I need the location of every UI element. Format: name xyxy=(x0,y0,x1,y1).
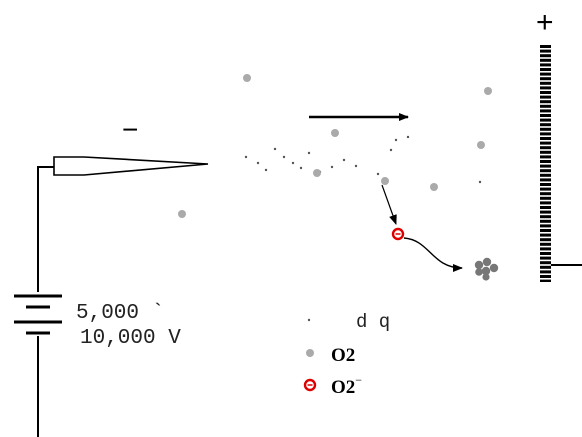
superoxide-ion-icon xyxy=(391,227,405,241)
plate-stripe xyxy=(540,273,551,275)
plate-stripe xyxy=(540,48,551,50)
plate-stripe xyxy=(540,144,551,147)
plate-stripe xyxy=(540,259,551,262)
electron-dot xyxy=(282,155,286,159)
plate-stripe xyxy=(540,241,551,243)
attachment-arrow xyxy=(381,184,397,225)
electron-dot xyxy=(273,147,277,151)
plate-stripe xyxy=(540,172,551,174)
plate-stripe xyxy=(540,222,551,225)
voltage-bottom-label: 10,000 V xyxy=(80,327,181,350)
electron-dot xyxy=(406,135,410,139)
cluster-arrow xyxy=(403,237,463,272)
plate-stripe xyxy=(540,245,551,248)
plate-stripe xyxy=(540,98,551,101)
needle-polarity-label: − xyxy=(122,114,138,145)
plate-stripe xyxy=(540,278,551,280)
plate-stripe xyxy=(540,204,551,206)
needle-electrode xyxy=(53,156,209,176)
plate-stripe xyxy=(540,167,551,170)
plate-stripe xyxy=(540,66,551,68)
plate-stripe xyxy=(540,250,551,252)
plate-stripe xyxy=(540,181,551,183)
plate-stripe xyxy=(540,186,551,188)
plate-stripe xyxy=(540,80,551,82)
oxygen-molecule-dot xyxy=(381,177,389,185)
legend-electron-label: d q xyxy=(356,311,390,333)
oxygen-molecule-dot xyxy=(243,74,251,82)
electron-stream xyxy=(244,135,482,184)
circuit-wire xyxy=(37,166,54,437)
plate-stripe xyxy=(540,149,551,151)
legend-superoxide-icon xyxy=(303,378,317,392)
legend: d q O2 O2− xyxy=(303,311,390,398)
plate-stripe xyxy=(540,209,551,211)
electron-dot xyxy=(291,161,295,165)
electron-dot xyxy=(354,164,358,168)
legend-oxygen-dot xyxy=(306,349,314,357)
legend-oxygen-label: O2 xyxy=(331,345,355,366)
electron-dot xyxy=(244,155,248,159)
electron-dot xyxy=(389,148,393,152)
electron-dot xyxy=(478,180,482,184)
battery-icon xyxy=(14,294,62,335)
electron-dot xyxy=(256,161,260,165)
plate-stripe xyxy=(540,236,551,239)
plate-stripe xyxy=(540,213,551,216)
plate-electrode xyxy=(540,45,582,282)
plate-stripe xyxy=(540,103,551,105)
oxygen-molecule-dot xyxy=(430,183,438,191)
electron-dot xyxy=(299,166,303,170)
plate-stripe xyxy=(540,255,551,257)
plate-stripe xyxy=(540,112,551,114)
oxygen-molecules xyxy=(178,74,492,218)
plate-stripe xyxy=(540,126,551,128)
plate-stripe xyxy=(540,107,551,110)
plate-stripe xyxy=(540,153,551,156)
plate-stripe xyxy=(540,135,551,137)
plate-stripe xyxy=(540,117,551,119)
plate-stripe xyxy=(540,264,551,266)
oxygen-molecule-dot xyxy=(178,210,186,218)
oxygen-molecule-dot xyxy=(484,87,492,95)
plate-stripe xyxy=(540,121,551,124)
legend-electron-dot xyxy=(307,318,311,322)
oxygen-molecule-dot xyxy=(331,129,339,137)
oxygen-molecule-dot xyxy=(313,169,321,177)
plate-stripe xyxy=(540,163,551,165)
plate-stripe xyxy=(540,52,551,55)
electron-dot xyxy=(330,165,334,169)
plate-stripe xyxy=(540,268,551,271)
plate-polarity-label: + xyxy=(536,6,554,39)
plate-stripe xyxy=(540,57,551,59)
plate-stripe xyxy=(540,94,551,96)
electron-dot xyxy=(307,151,311,155)
electron-dot xyxy=(264,168,268,172)
plate-stripe xyxy=(540,75,551,78)
plate-stripe xyxy=(540,140,551,142)
plate-stripe xyxy=(540,199,551,202)
plate-stripe xyxy=(540,89,551,91)
electron-dot xyxy=(394,138,398,142)
plate-stripe xyxy=(540,195,551,197)
oxygen-molecule-dot xyxy=(477,141,485,149)
electron-dot xyxy=(376,172,380,176)
plate-stripe xyxy=(540,71,551,73)
plate-stripe xyxy=(540,130,551,133)
plate-stripe xyxy=(540,190,551,193)
plate-stripe xyxy=(540,227,551,229)
plate-stripe xyxy=(540,61,551,64)
plate-stripe xyxy=(540,84,551,87)
plate-stripe xyxy=(540,232,551,234)
plate-stripe xyxy=(540,158,551,160)
molecular-cluster-icon xyxy=(474,257,499,281)
plate-stripe xyxy=(540,218,551,220)
plate-stripe xyxy=(540,176,551,179)
electron-dot xyxy=(342,158,346,162)
legend-superoxide-label: O2− xyxy=(331,373,362,398)
voltage-top-label: 5,000 ` xyxy=(76,302,164,325)
